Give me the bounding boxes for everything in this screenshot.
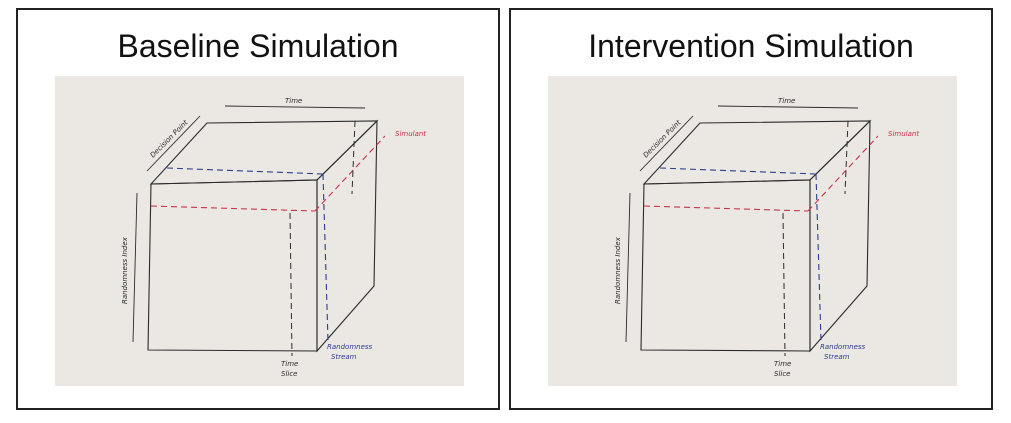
- blue-dash-top: [659, 167, 817, 175]
- cube-sketch-photo: Time Decision Point Simulant Randomness …: [55, 76, 464, 386]
- red-dash-front: [150, 205, 316, 212]
- dimension-brackets: [625, 105, 859, 343]
- dimension-brackets: [132, 105, 366, 343]
- cube-side-face: [809, 119, 871, 353]
- blue-dash-side: [322, 173, 329, 342]
- label-randomness-stream-2: Stream: [331, 353, 357, 361]
- label-time-slice-1: Time: [774, 360, 791, 368]
- time-slice-vertical: [289, 212, 293, 357]
- label-time-slice-2: Slice: [774, 370, 791, 378]
- red-dash-front: [643, 205, 809, 212]
- label-simulant: Simulant: [888, 130, 919, 138]
- label-randomness-stream-1: Randomness: [327, 343, 373, 351]
- cube-diagram: Time Decision Point Simulant Randomness …: [548, 76, 957, 386]
- time-slice-lines: [782, 120, 849, 357]
- intervention-panel: Intervention Simulation: [509, 8, 993, 410]
- red-dash-diagonal: [314, 135, 386, 212]
- label-simulant: Simulant: [395, 130, 426, 138]
- time-slice-top: [844, 120, 849, 195]
- cube-side-face: [316, 119, 378, 353]
- simulant-lines: [643, 135, 879, 212]
- label-time: Time: [778, 97, 795, 105]
- blue-dash-top: [166, 167, 324, 175]
- paper-background: [548, 76, 957, 386]
- panel-title: Baseline Simulation: [117, 28, 399, 64]
- red-dash-diagonal: [807, 135, 879, 212]
- label-time: Time: [285, 97, 302, 105]
- time-bracket: [224, 105, 366, 109]
- simulant-lines: [150, 135, 386, 212]
- time-slice-top: [351, 120, 356, 195]
- cube-outline: [640, 119, 872, 353]
- time-bracket: [717, 105, 859, 109]
- label-randomness-index: Randomness Index: [121, 236, 129, 304]
- label-randomness-index: Randomness Index: [614, 236, 622, 304]
- panel-title: Intervention Simulation: [588, 28, 914, 64]
- decision-point-bracket: [146, 115, 201, 172]
- randomness-stream-lines: [659, 167, 822, 342]
- randomness-stream-lines: [166, 167, 329, 342]
- time-slice-vertical: [782, 212, 786, 357]
- label-time-slice-2: Slice: [281, 370, 298, 378]
- paper-background: [55, 76, 464, 386]
- randomness-index-bracket: [625, 192, 631, 343]
- cube-sketch-photo: Time Decision Point Simulant Randomness …: [548, 76, 957, 386]
- label-randomness-stream-2: Stream: [824, 353, 850, 361]
- label-time-slice-1: Time: [281, 360, 298, 368]
- blue-dash-side: [815, 173, 822, 342]
- decision-point-bracket: [639, 115, 694, 172]
- label-randomness-stream-1: Randomness: [820, 343, 866, 351]
- cube-diagram: Time Decision Point Simulant Randomness …: [55, 76, 464, 386]
- time-slice-lines: [289, 120, 356, 357]
- cube-outline: [147, 119, 379, 353]
- baseline-panel: Baseline Simulation: [16, 8, 500, 410]
- randomness-index-bracket: [132, 192, 138, 343]
